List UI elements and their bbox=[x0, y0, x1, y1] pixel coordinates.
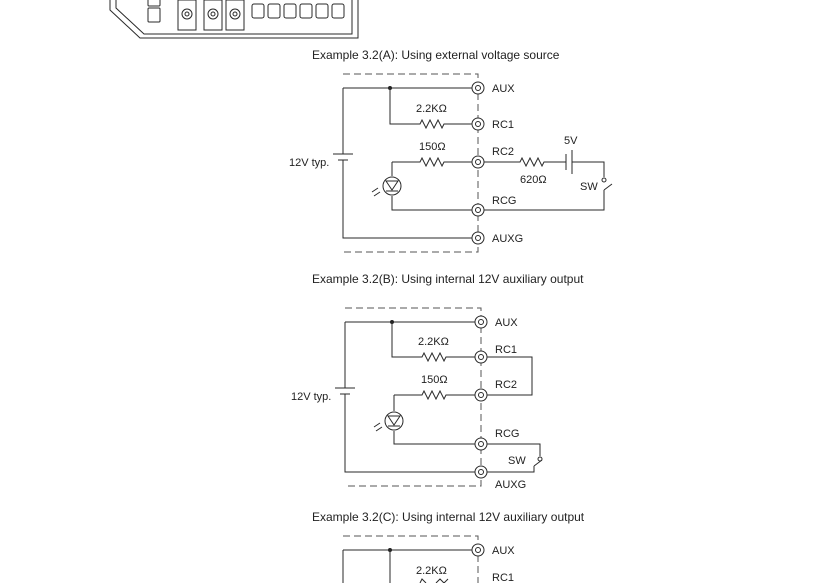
led-icon bbox=[382, 176, 402, 196]
supply-label-a: 12V typ. bbox=[289, 157, 329, 169]
pin-aux-c: AUX bbox=[492, 545, 515, 557]
resistor-r1-label-a: 2.2KΩ bbox=[416, 103, 447, 115]
pin-aux-b: AUX bbox=[495, 317, 518, 329]
terminal-rc2-a bbox=[471, 155, 485, 169]
pin-rc1-c: RC1 bbox=[492, 572, 514, 583]
caption-example-b: Example 3.2(B): Using internal 12V auxil… bbox=[312, 272, 584, 286]
terminal-aux-b bbox=[474, 315, 488, 329]
resistor-r3-label-a: 620Ω bbox=[520, 174, 547, 186]
diagram-example-a: Example 3.2(A): Using external voltage s… bbox=[289, 48, 613, 253]
terminal-rc2-b bbox=[474, 388, 488, 402]
resistor-r1-label-c: 2.2KΩ bbox=[416, 565, 447, 577]
terminal-auxg-a bbox=[471, 231, 485, 245]
caption-example-a: Example 3.2(A): Using external voltage s… bbox=[312, 48, 560, 62]
pin-auxg-a: AUXG bbox=[492, 233, 523, 245]
pin-aux-a: AUX bbox=[492, 83, 515, 95]
terminal-rcg-b bbox=[474, 437, 488, 451]
supply-label-b: 12V typ. bbox=[291, 391, 331, 403]
pin-rc1-b: RC1 bbox=[495, 344, 517, 356]
ext-voltage-label-a: 5V bbox=[564, 135, 578, 147]
switch-label-b: SW bbox=[508, 455, 526, 467]
terminal-auxg-b bbox=[474, 465, 488, 479]
caption-example-c: Example 3.2(C): Using internal 12V auxil… bbox=[312, 510, 585, 524]
pin-rc1-a: RC1 bbox=[492, 119, 514, 131]
resistor-r1-label-b: 2.2KΩ bbox=[418, 336, 449, 348]
switch-label-a: SW bbox=[580, 181, 598, 193]
resistor-r2-label-a: 150Ω bbox=[419, 141, 446, 153]
terminal-aux-c bbox=[471, 543, 485, 557]
pin-rcg-b: RCG bbox=[495, 428, 519, 440]
device-terminal-block-illustration bbox=[109, 0, 359, 39]
pin-auxg-b: AUXG bbox=[495, 479, 526, 491]
diagram-example-b: Example 3.2(B): Using internal 12V auxil… bbox=[291, 272, 584, 491]
terminal-rcg-a bbox=[471, 203, 485, 217]
terminal-rc1-b bbox=[474, 350, 488, 364]
pin-rcg-a: RCG bbox=[492, 195, 516, 207]
led-icon bbox=[384, 411, 404, 431]
resistor-r2-label-b: 150Ω bbox=[421, 374, 448, 386]
terminal-aux-a bbox=[471, 81, 485, 95]
diagram-example-c: Example 3.2(C): Using internal 12V auxil… bbox=[312, 510, 585, 583]
terminal-rc1-a bbox=[471, 117, 485, 131]
pin-rc2-a: RC2 bbox=[492, 146, 514, 158]
switch-icon bbox=[601, 177, 607, 183]
pin-rc2-b: RC2 bbox=[495, 379, 517, 391]
